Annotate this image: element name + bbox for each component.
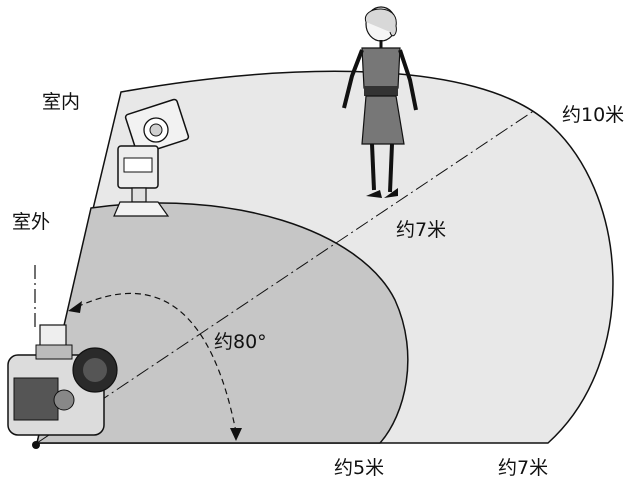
range-indoor-bottom-label: 约7米	[498, 457, 548, 477]
angle-label: 约80°	[214, 331, 267, 353]
flash-direction-line	[36, 109, 536, 444]
dslr-camera-icon	[7, 324, 118, 436]
range-indoor-far-label: 约10米	[562, 104, 624, 126]
origin-point	[32, 441, 40, 449]
range-indoor-mid-label: 约7米	[396, 219, 446, 241]
angle-arrowhead-top	[68, 301, 82, 313]
indoor-label: 室内	[42, 91, 80, 113]
range-outdoor-bottom-label: 约5米	[334, 457, 384, 477]
angle-arc	[76, 292, 237, 433]
outdoor-range-zone	[36, 202, 409, 444]
standing-woman-figure	[342, 6, 418, 198]
wireless-flash-unit-icon	[113, 98, 190, 217]
outdoor-label: 室外	[12, 211, 50, 233]
angle-arrowhead-bottom	[230, 428, 242, 441]
